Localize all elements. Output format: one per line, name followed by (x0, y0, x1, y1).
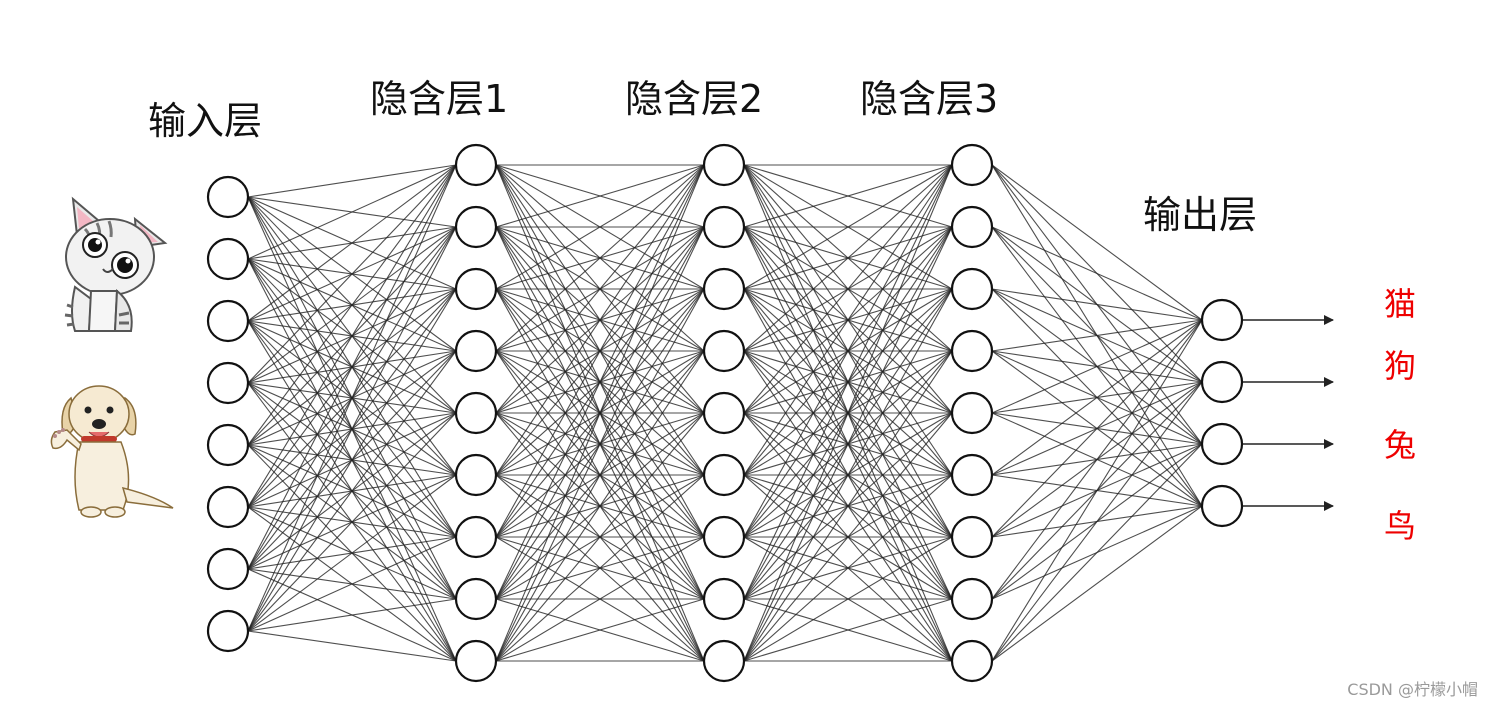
neuron-l1-8 (456, 641, 496, 681)
hidden-layer-2-label: 隐含层2 (625, 80, 763, 118)
neuron-l2-5 (704, 455, 744, 495)
neuron-l1-3 (456, 331, 496, 371)
connection-l3-3-0 (992, 320, 1202, 351)
neuron-l2-1 (704, 207, 744, 247)
connection-l0-6-0 (248, 165, 456, 569)
neuron-l0-0 (208, 177, 248, 217)
hidden-layer-1-label: 隐含层1 (370, 80, 508, 118)
neuron-l0-4 (208, 425, 248, 465)
connection-l0-7-2 (248, 289, 456, 631)
connection-l0-7-1 (248, 227, 456, 631)
neuron-l3-6 (952, 517, 992, 557)
neuron-l3-5 (952, 455, 992, 495)
neuron-l3-2 (952, 269, 992, 309)
connection-l0-4-0 (248, 165, 456, 445)
neuron-l4-2 (1202, 424, 1242, 464)
dog-cartoon-icon (51, 386, 173, 517)
neuron-l4-0 (1202, 300, 1242, 340)
connection-l3-7-0 (992, 320, 1202, 599)
neuron-l0-5 (208, 487, 248, 527)
neuron-l2-7 (704, 579, 744, 619)
connection-l3-8-1 (992, 382, 1202, 661)
cat-cartoon-icon (65, 199, 165, 331)
neuron-l2-6 (704, 517, 744, 557)
connection-l3-2-0 (992, 289, 1202, 320)
neuron-l3-3 (952, 331, 992, 371)
connection-l3-6-0 (992, 320, 1202, 537)
class-label-bird: 鸟 (1380, 510, 1420, 542)
connection-l3-1-0 (992, 227, 1202, 320)
neuron-l1-0 (456, 145, 496, 185)
neuron-l2-8 (704, 641, 744, 681)
connection-l0-7-5 (248, 475, 456, 631)
connection-l0-2-0 (248, 165, 456, 321)
neuron-l0-6 (208, 549, 248, 589)
connection-l3-8-0 (992, 320, 1202, 661)
neuron-l4-3 (1202, 486, 1242, 526)
connection-l3-0-0 (992, 165, 1202, 320)
neuron-l1-5 (456, 455, 496, 495)
neuron-l0-1 (208, 239, 248, 279)
class-label-rabbit: 兔 (1380, 429, 1420, 461)
hidden-layer-3-label: 隐含层3 (860, 80, 998, 118)
neuron-l0-7 (208, 611, 248, 651)
connection-l0-7-6 (248, 537, 456, 631)
neuron-l3-0 (952, 145, 992, 185)
neuron-l1-1 (456, 207, 496, 247)
neuron-l2-2 (704, 269, 744, 309)
neuron-l0-2 (208, 301, 248, 341)
neuron-l2-4 (704, 393, 744, 433)
connection-l0-7-4 (248, 413, 456, 631)
neuron-l1-6 (456, 517, 496, 557)
input-layer-label: 输入层 (148, 102, 262, 140)
neuron-l2-0 (704, 145, 744, 185)
neuron-l3-7 (952, 579, 992, 619)
connection-l0-3-0 (248, 165, 456, 383)
class-label-dog: 狗 (1380, 350, 1420, 382)
neuron-l3-1 (952, 207, 992, 247)
connection-l3-8-3 (992, 506, 1202, 661)
neuron-l0-3 (208, 363, 248, 403)
neuron-l1-4 (456, 393, 496, 433)
connection-l0-5-0 (248, 165, 456, 507)
connection-l0-7-8 (248, 631, 456, 661)
connection-l3-8-2 (992, 444, 1202, 661)
output-arrows (1242, 320, 1333, 506)
connection-l0-7-7 (248, 599, 456, 631)
watermark: CSDN @柠檬小帽 (1347, 682, 1478, 698)
neuron-l3-4 (952, 393, 992, 433)
connection-l0-7-3 (248, 351, 456, 631)
connection-l0-0-0 (248, 165, 456, 197)
class-label-cat: 猫 (1380, 288, 1420, 320)
connection-l0-7-0 (248, 165, 456, 631)
neuron-l2-3 (704, 331, 744, 371)
neuron-l1-2 (456, 269, 496, 309)
neuron-l3-8 (952, 641, 992, 681)
connection-l3-5-0 (992, 320, 1202, 475)
connection-l3-4-0 (992, 320, 1202, 413)
neuron-l1-7 (456, 579, 496, 619)
output-layer-label: 输出层 (1143, 196, 1257, 234)
neuron-l4-1 (1202, 362, 1242, 402)
connection-l0-1-0 (248, 165, 456, 259)
